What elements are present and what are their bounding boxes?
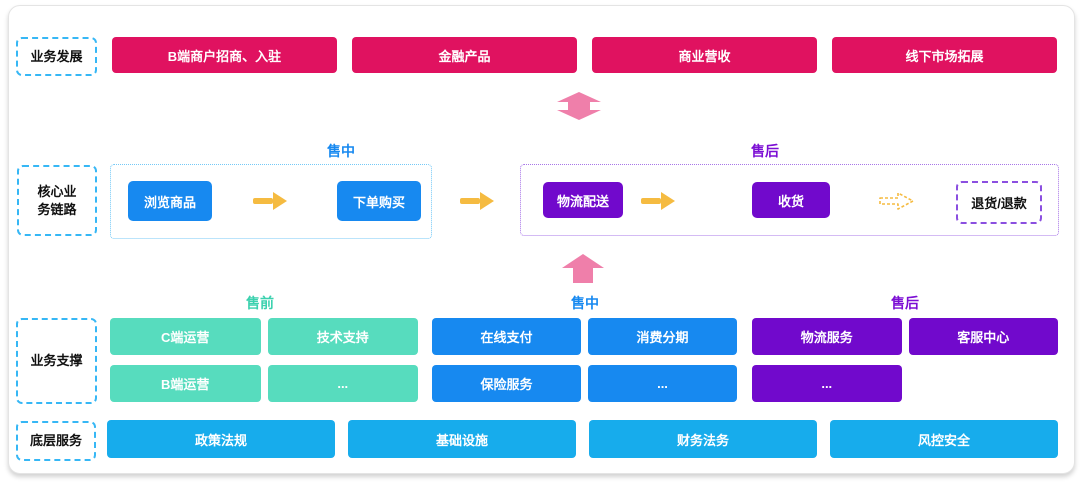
arrow-right-icon (460, 192, 494, 210)
business-dev-bar-row: B端商户招商、入驻 金融产品 商业营收 线下市场拓展 (112, 37, 1057, 73)
node-online-payment: 在线支付 (432, 318, 581, 355)
node-logistics-delivery: 物流配送 (543, 182, 623, 218)
node-installment: 消费分期 (588, 318, 737, 355)
support-group-pre-sale: C端运营 技术支持 B端运营 ... (110, 318, 418, 402)
node-b-side-operations: B端运营 (110, 365, 261, 402)
node-mid-sale-more: ... (588, 365, 737, 402)
row-label-business-development: 业务发展 (16, 37, 97, 76)
node-pre-sale-more: ... (267, 365, 418, 402)
node-place-order: 下单购买 (337, 181, 421, 221)
node-infrastructure: 基础设施 (348, 420, 576, 458)
section-label-after-sale: 售后 (751, 143, 779, 159)
mid-sale-frame (110, 164, 432, 239)
node-risk-control-security: 风控安全 (830, 420, 1058, 458)
node-tech-support: 技术支持 (267, 318, 418, 355)
after-sale-frame (520, 164, 1059, 236)
row-label-business-support: 业务支撑 (16, 318, 97, 404)
row-label-core-chain: 核心业 务链路 (17, 165, 97, 236)
node-offline-market-expansion: 线下市场拓展 (832, 37, 1057, 73)
row-label-foundation-services: 底层服务 (16, 421, 96, 461)
arrow-up-icon (562, 254, 604, 283)
node-merchant-onboarding: B端商户招商、入驻 (112, 37, 337, 73)
support-group-after-sale: 物流服务 客服中心 ... (752, 318, 1058, 402)
foundation-bar-row: 政策法规 基础设施 财务法务 风控安全 (107, 420, 1058, 458)
node-customer-service-center: 客服中心 (908, 318, 1058, 355)
section-label-after-sale-support: 售后 (891, 295, 919, 311)
section-label-mid-sale-support: 售中 (571, 295, 599, 311)
node-return-refund: 退货/退款 (956, 181, 1042, 224)
double-vertical-arrow-icon (557, 92, 601, 120)
node-after-sale-more: ... (752, 365, 902, 402)
dashed-arrow-right-icon (879, 192, 914, 210)
node-financial-products: 金融产品 (352, 37, 577, 73)
node-insurance-service: 保险服务 (432, 365, 581, 402)
section-label-pre-sale: 售前 (246, 295, 274, 311)
arrow-right-icon (253, 192, 287, 210)
node-logistics-service: 物流服务 (752, 318, 902, 355)
arrow-right-icon (641, 192, 675, 210)
section-label-mid-sale: 售中 (327, 143, 355, 159)
support-group-mid-sale: 在线支付 消费分期 保险服务 ... (432, 318, 737, 402)
node-commercial-revenue: 商业营收 (592, 37, 817, 73)
panel-background (8, 5, 1075, 474)
node-finance-legal: 财务法务 (589, 420, 817, 458)
node-policy-regulation: 政策法规 (107, 420, 335, 458)
node-browse-products: 浏览商品 (128, 181, 212, 221)
node-receive-goods: 收货 (752, 182, 830, 218)
node-c-side-operations: C端运营 (110, 318, 261, 355)
